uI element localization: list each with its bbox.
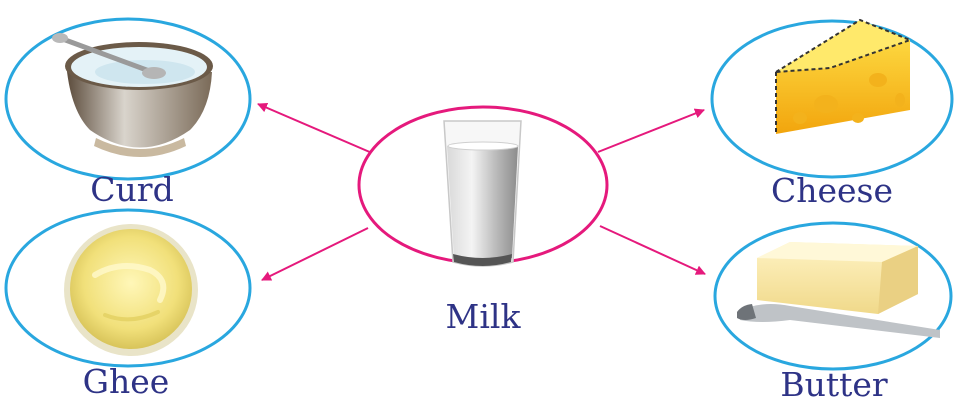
arrow-to-ghee [261, 227, 369, 281]
milk-label: Milk [445, 297, 521, 336]
milk-glass-icon [443, 120, 522, 267]
butter-block-icon [737, 242, 940, 338]
ghee-label: Ghee [82, 362, 170, 401]
ghee-plate-icon [64, 224, 198, 356]
arrow-to-butter [599, 225, 706, 275]
curd-bowl-icon [52, 33, 213, 157]
arrow-to-cheese [597, 108, 705, 153]
butter-label: Butter [780, 365, 888, 404]
cheese-wedge-icon [775, 18, 913, 134]
cheese-label: Cheese [770, 171, 894, 210]
arrow-to-curd [257, 102, 373, 154]
curd-label: Curd [90, 170, 174, 209]
